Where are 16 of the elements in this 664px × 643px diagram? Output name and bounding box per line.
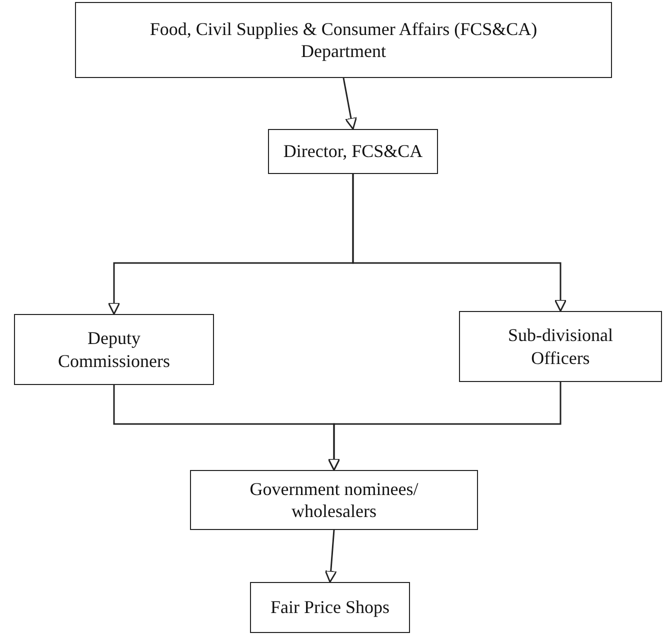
- process-box: [268, 129, 438, 174]
- node-label: Fair Price Shops: [270, 596, 390, 619]
- arrow: [328, 382, 562, 471]
- node-label: Director, FCS&CA: [283, 140, 423, 163]
- node-label: Government nominees/ wholesalers: [248, 478, 420, 522]
- process-box: [190, 470, 478, 530]
- arrow: [342, 78, 358, 130]
- node-label: Sub-divisional Officers: [506, 324, 614, 369]
- process-box: [250, 582, 410, 633]
- node-label: Food, Civil Supplies & Consumer Affairs (FCS&CA) Department: [148, 18, 538, 62]
- node-label: Deputy Commissioners: [56, 327, 171, 372]
- department-box: [75, 2, 612, 78]
- process-box: [14, 314, 214, 385]
- arrow: [352, 174, 567, 312]
- process-box: [459, 311, 662, 382]
- arrow: [324, 530, 338, 583]
